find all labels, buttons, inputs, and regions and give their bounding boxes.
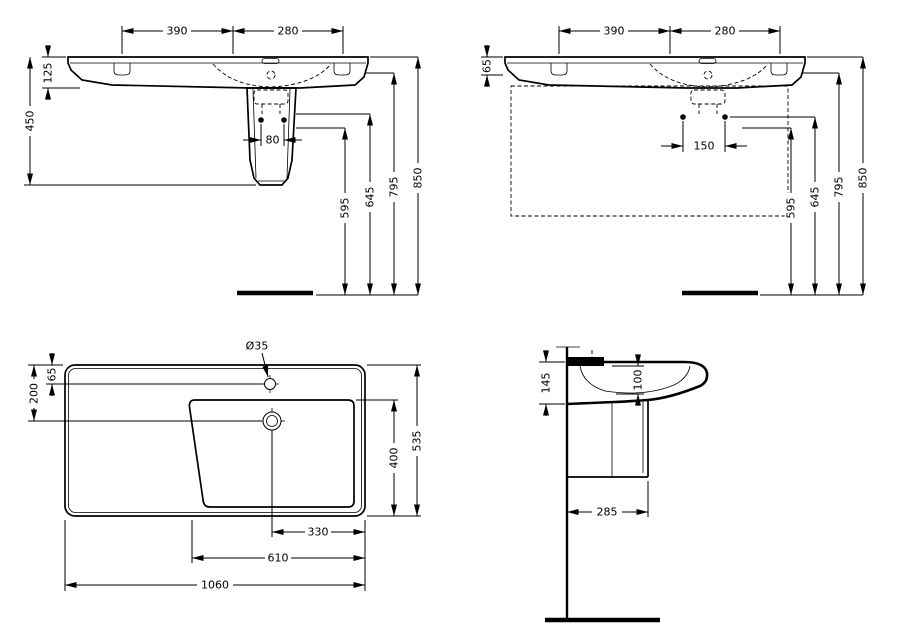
dim-left-offsets: 65 200 <box>27 353 263 422</box>
dim-bottom-widths: 330 610 1060 <box>64 431 366 592</box>
dim-right-heights: 595 645 795 850 <box>296 56 425 296</box>
front-view-with-furniture: 150 390 280 65 <box>480 25 870 296</box>
dim-top-widths: 390 280 <box>558 25 781 54</box>
dim-hole-spacing: 150 <box>661 121 747 153</box>
mounting-holes <box>258 117 287 123</box>
dim-taphole-diameter: Ø35 <box>246 340 269 378</box>
basin-side-profile <box>566 350 709 406</box>
dim-label-125: 125 <box>42 63 55 84</box>
dim-label-595: 595 <box>339 198 352 219</box>
dim-label-390: 390 <box>167 25 188 38</box>
pedestal-side-profile <box>567 400 649 478</box>
dim-label-280: 280 <box>278 25 299 38</box>
dim-label-145: 145 <box>540 373 553 394</box>
dim-label-80: 80 <box>266 134 280 147</box>
dim-label-535: 535 <box>411 431 424 452</box>
dim-label-1060: 1060 <box>201 579 229 592</box>
dim-label-400: 400 <box>388 448 401 469</box>
dim-label-330: 330 <box>308 526 329 539</box>
dim-label-65: 65 <box>481 59 494 73</box>
dim-label-795: 795 <box>388 177 401 198</box>
dim-right-depths: 400 535 <box>356 364 424 517</box>
tap-hole <box>261 375 279 393</box>
dim-label-450: 450 <box>24 111 37 132</box>
dim-hole-spacing: 80 <box>243 124 302 147</box>
dim-label-150: 150 <box>694 140 715 153</box>
dim-label-645: 645 <box>364 187 377 208</box>
dim-label-65: 65 <box>46 368 59 382</box>
dim-label-645: 645 <box>809 187 822 208</box>
dim-label-850: 850 <box>412 168 425 189</box>
dim-label-285: 285 <box>597 506 618 519</box>
dim-front-height: 145 <box>539 350 565 416</box>
mounting-holes <box>680 114 728 120</box>
basin-plan-outline <box>64 364 366 517</box>
dim-right-heights: 595 645 795 850 <box>730 56 870 296</box>
dim-label-795: 795 <box>833 177 846 198</box>
drain <box>259 408 285 434</box>
bowl-outline <box>188 399 355 508</box>
dim-label-d35: Ø35 <box>246 340 269 353</box>
dim-label-100: 100 <box>632 370 645 391</box>
dim-label-850: 850 <box>857 168 870 189</box>
dim-label-200: 200 <box>28 383 41 404</box>
dim-label-610: 610 <box>268 552 289 565</box>
dim-top-widths: 390 280 <box>121 25 344 54</box>
dim-label-390: 390 <box>604 25 625 38</box>
dim-pedestal-depth: 285 <box>567 481 649 519</box>
plan-view: Ø35 65 200 400 535 <box>27 340 424 592</box>
front-view-with-pedestal: 80 390 280 125 450 <box>23 25 425 296</box>
dim-basin-depth: 100 <box>612 354 645 406</box>
side-view: 145 100 285 <box>539 346 709 623</box>
dim-rim-height: 65 <box>480 45 503 87</box>
dim-label-595: 595 <box>785 198 798 219</box>
dim-label-280: 280 <box>715 25 736 38</box>
dim-left-heights: 125 450 <box>23 45 256 186</box>
semi-pedestal <box>246 87 297 186</box>
furniture-outline <box>510 85 789 217</box>
